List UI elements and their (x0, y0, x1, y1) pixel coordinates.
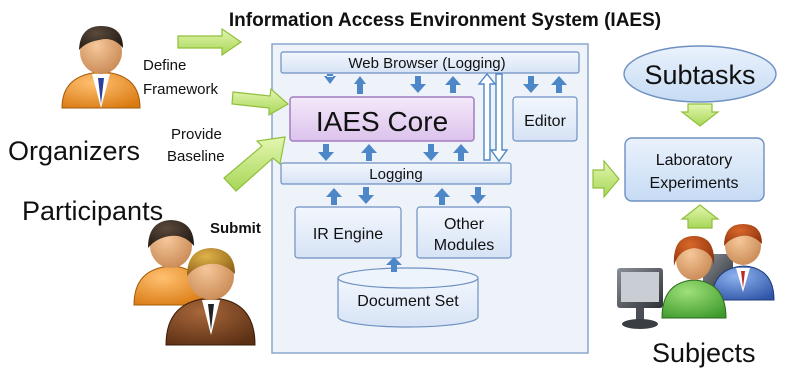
arrow-down-icon (358, 187, 374, 204)
subtasks-ellipse (623, 45, 777, 103)
subtasks-down-arrow-icon (680, 103, 720, 127)
iaes-core-box (289, 96, 475, 142)
arrow-down-icon (324, 74, 336, 84)
provide-baseline-label-1: Provide (171, 126, 222, 143)
editor-box (512, 96, 578, 142)
green-flow-arrows (177, 27, 720, 229)
lab-experiments-box (624, 137, 765, 202)
document-set-label: Document Set (357, 293, 459, 310)
logging-label: Logging (369, 166, 422, 183)
arrow-down-icon (523, 76, 539, 93)
subtasks-label: Subtasks (644, 60, 755, 90)
ir-engine-box (294, 206, 402, 259)
arrow-up-icon (386, 257, 402, 272)
web-browser-box (280, 51, 580, 74)
define-framework-arrow-icon (177, 27, 243, 57)
arrow-down-icon (410, 76, 426, 93)
web-browser-label: Web Browser (Logging) (348, 55, 505, 72)
other-modules-label-1: Other (444, 216, 485, 233)
arrow-down-icon (318, 144, 334, 161)
submit-label: Submit (210, 220, 261, 237)
define-framework-label-1: Define (143, 57, 186, 74)
arrow-down-icon (470, 187, 486, 204)
subject-monitor-icon-left (617, 268, 663, 329)
long-arrow-down-icon (489, 73, 509, 163)
arrow-up-icon (354, 76, 366, 94)
arrow-up-icon (551, 76, 567, 93)
blue-flow-arrows (318, 74, 567, 272)
arrow-up-icon (361, 144, 377, 161)
lab-experiments-label-2: Experiments (650, 175, 739, 192)
arrow-up-icon (453, 144, 469, 161)
subjects-up-arrow-icon (680, 204, 720, 229)
subject-person-icon-female (661, 236, 727, 319)
editor-label: Editor (524, 113, 566, 130)
subjects-label: Subjects (652, 338, 756, 368)
define-framework-label-2: Framework (143, 81, 219, 98)
arrow-up-icon (326, 188, 342, 205)
lab-experiments-label-1: Laboratory (656, 152, 733, 169)
other-modules-box (416, 206, 512, 259)
arrow-down-icon (423, 144, 439, 161)
iaes-core-label: IAES Core (316, 106, 448, 137)
organizers-label: Organizers (8, 136, 140, 166)
provide-baseline-label-2: Baseline (167, 148, 225, 165)
long-logging-arrows (477, 72, 509, 163)
provide-baseline-arrow-icon (231, 87, 290, 117)
arrow-up-icon (445, 76, 461, 93)
subject-person-icon-male (711, 224, 775, 301)
participant-person-icon-front (165, 248, 256, 346)
ir-engine-label: IR Engine (313, 226, 383, 243)
organizer-person-icon (61, 26, 141, 109)
other-modules-label-2: Modules (434, 237, 494, 254)
diagram-title: Information Access Environment System (I… (229, 10, 661, 31)
submit-arrow-icon (223, 136, 286, 192)
experiments-arrow-icon (592, 159, 620, 199)
logging-box (280, 162, 512, 185)
long-arrow-up-icon (477, 72, 497, 161)
participants-label: Participants (22, 196, 163, 226)
document-set-cylinder (337, 267, 479, 328)
arrow-up-icon (434, 188, 450, 205)
